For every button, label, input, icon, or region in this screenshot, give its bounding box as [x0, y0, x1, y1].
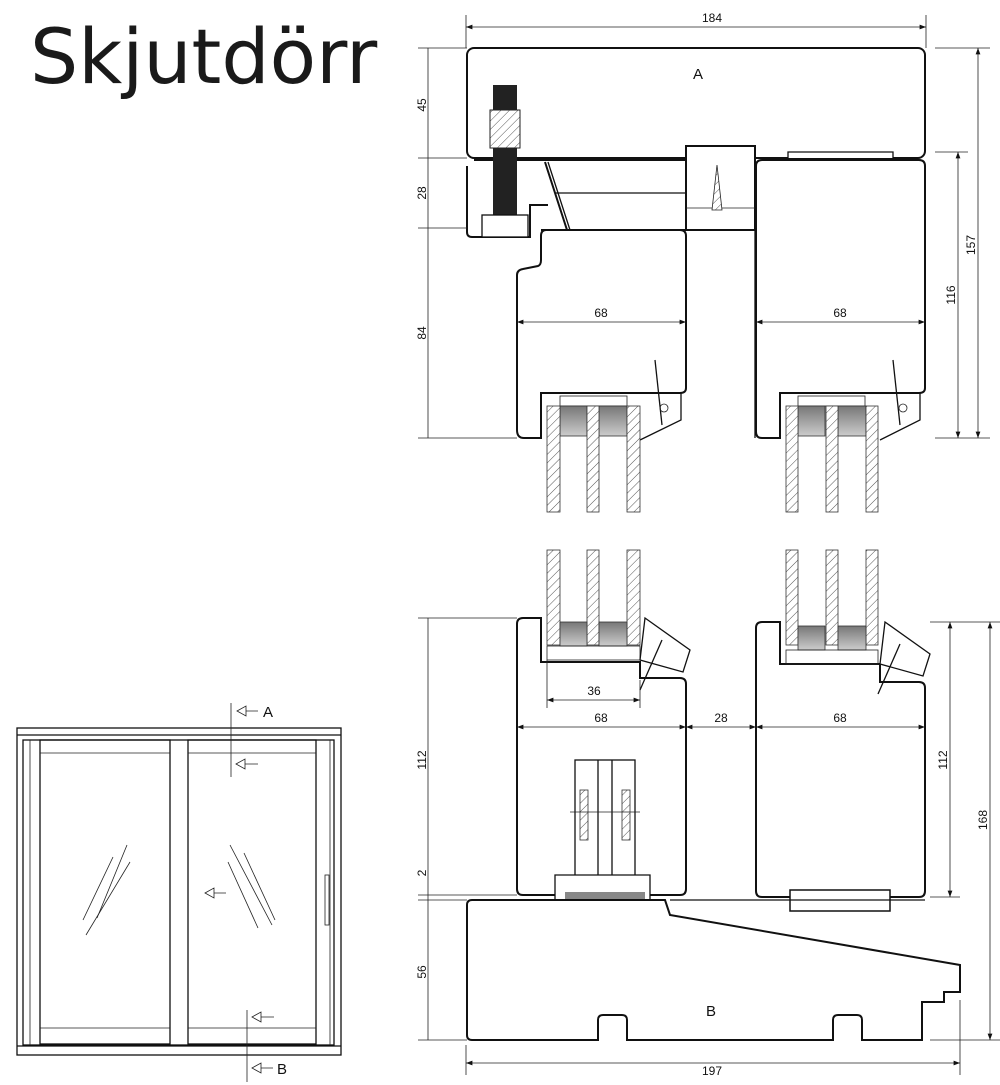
left-sash-bottom — [516, 617, 687, 896]
dim-28: 28 — [415, 186, 429, 200]
section-marker-b: B — [277, 1061, 287, 1078]
label-b: B — [706, 1003, 716, 1020]
dim-68-left: 68 — [594, 306, 608, 320]
dim-36: 36 — [587, 684, 601, 698]
dim-197: 197 — [702, 1064, 722, 1078]
glazing-bead-left — [639, 616, 691, 673]
dim-168: 168 — [976, 810, 990, 830]
dim-184: 184 — [702, 11, 722, 25]
section-b: B 36 68 28 68 197 112 2 56 112 168 — [415, 549, 1000, 1078]
dim-157: 157 — [964, 235, 978, 255]
sill-b — [466, 899, 961, 1041]
label-a: A — [693, 66, 703, 83]
dim-112-right: 112 — [936, 750, 950, 769]
dim-84: 84 — [415, 326, 429, 340]
door-elevation: A B — [16, 703, 342, 1082]
door-handle — [324, 874, 330, 926]
glazing-bead-right — [879, 620, 931, 677]
dim-68-bottom-right: 68 — [833, 711, 847, 725]
dim-56: 56 — [415, 965, 429, 979]
section-arrow-b-icon — [251, 1062, 273, 1074]
dim-116: 116 — [944, 285, 958, 304]
glazing-top-right — [780, 359, 921, 513]
bolt — [493, 85, 517, 215]
section-arrow-a-icon — [236, 705, 258, 717]
head-block-a — [466, 47, 926, 159]
centre-block — [685, 145, 756, 231]
screw-icon — [711, 164, 723, 211]
left-sash-top — [516, 229, 687, 439]
dim-45: 45 — [415, 98, 429, 112]
dim-28-gap: 28 — [714, 711, 728, 725]
glazing-top-left — [541, 359, 682, 513]
section-a: 184 A 68 68 — [415, 11, 990, 513]
slide-arrow-icon — [204, 887, 226, 899]
dim-68-bottom-left: 68 — [594, 711, 608, 725]
dim-68-right: 68 — [833, 306, 847, 320]
section-marker-a: A — [263, 704, 273, 721]
dim-2: 2 — [415, 869, 429, 876]
page-title: Skjutdörr — [30, 12, 378, 101]
dim-112-left: 112 — [415, 750, 429, 769]
right-sash-bottom — [755, 621, 926, 898]
